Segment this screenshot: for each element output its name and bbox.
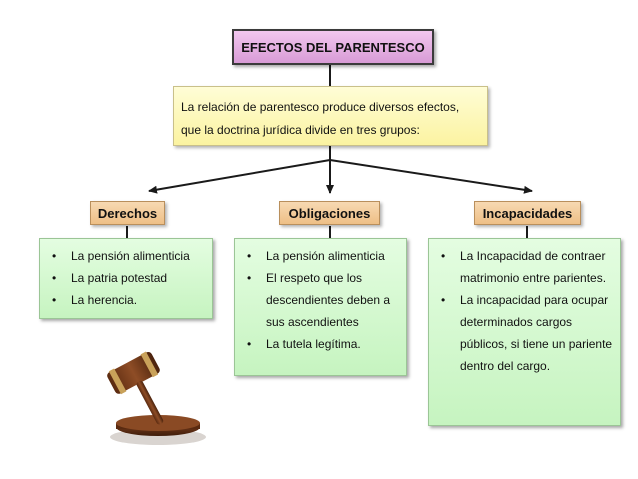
list-item: La incapacidad para ocupar determinados … (435, 289, 614, 377)
intro-box: La relación de parentesco produce divers… (173, 86, 488, 146)
intro-line-2: que la doctrina jurídica divide en tres … (181, 123, 420, 137)
list-item: La pensión alimenticia (241, 245, 400, 267)
list-item: El respeto que los descendientes deben a… (241, 267, 400, 333)
list-item: La patria potestad (46, 267, 206, 289)
intro-line-1: La relación de parentesco produce divers… (181, 100, 460, 114)
arrow-derechos (148, 159, 331, 194)
arrow-incapacidades (329, 159, 533, 194)
list-item: La herencia. (46, 289, 206, 311)
category-incapacidades: Incapacidades (474, 201, 581, 225)
gavel-icon (107, 351, 206, 445)
category-derechos: Derechos (90, 201, 165, 225)
obligaciones-list: La pensión alimenticia El respeto que lo… (234, 238, 407, 376)
derechos-list: La pensión alimenticia La patria potesta… (39, 238, 213, 319)
list-item: La tutela legítima. (241, 333, 400, 355)
diagram-title: EFECTOS DEL PARENTESCO (232, 29, 434, 65)
list-item: La Incapacidad de contraer matrimonio en… (435, 245, 614, 289)
category-obligaciones: Obligaciones (279, 201, 380, 225)
incapacidades-list: La Incapacidad de contraer matrimonio en… (428, 238, 621, 426)
list-item: La pensión alimenticia (46, 245, 206, 267)
